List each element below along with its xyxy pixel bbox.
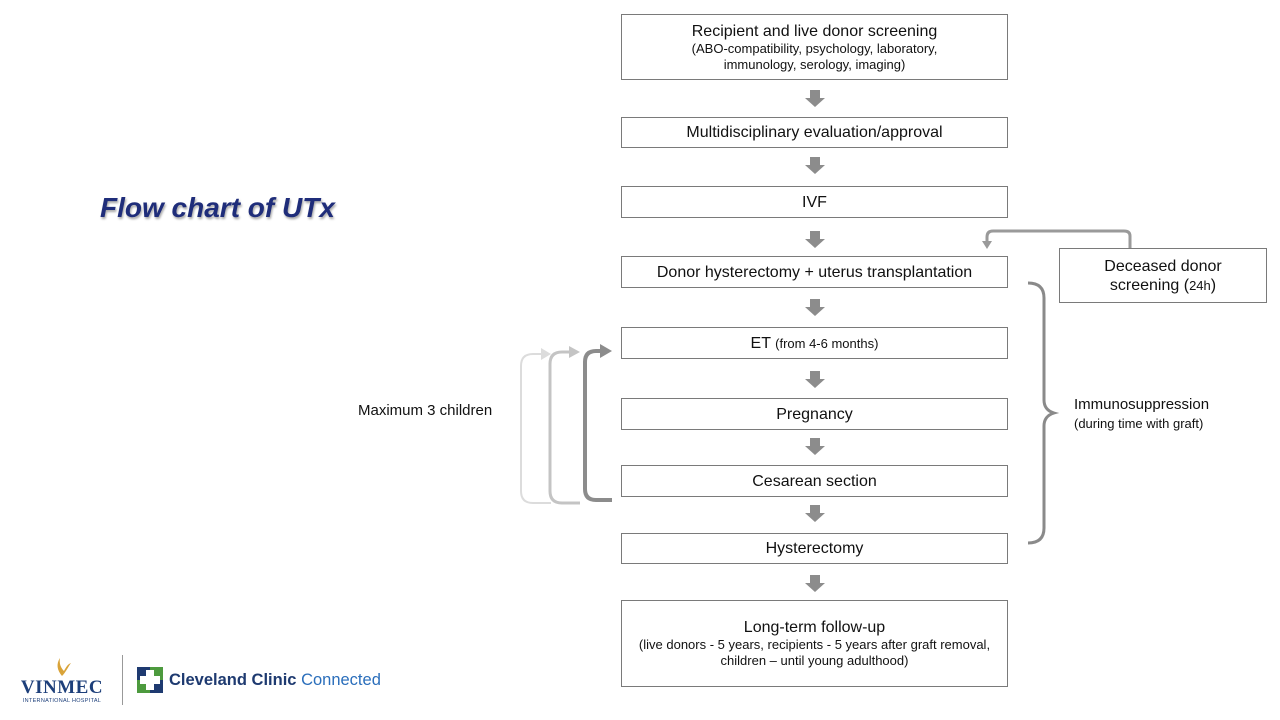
cleveland-clinic-cross-icon — [137, 667, 163, 693]
step-ivf: IVF — [621, 186, 1008, 218]
loop-arrow-outer — [520, 353, 551, 504]
loop-arrow-inner — [583, 349, 612, 502]
footer-logos: VINMEC INTERNATIONAL HOSPITAL Cleveland … — [14, 650, 381, 710]
loop-label: Maximum 3 children — [358, 402, 493, 419]
arrow-down-3 — [805, 231, 825, 248]
cleveland-clinic-connected: Connected — [301, 670, 381, 689]
immunosuppression-label: Immunosuppression (during time with graf… — [1074, 396, 1209, 431]
vinmec-bird-icon — [57, 658, 71, 676]
step-followup-detail: (live donors - 5 years, recipients - 5 y… — [638, 637, 991, 668]
deceased-donor-close: ) — [1210, 276, 1217, 294]
step-cesarean-title: Cesarean section — [752, 472, 877, 490]
step-et-title: ET — [750, 334, 771, 352]
slide-title: Flow chart of UTx — [100, 192, 335, 223]
arrow-down-4 — [805, 299, 825, 316]
step-pregnancy-title: Pregnancy — [776, 405, 853, 423]
step-evaluation-title: Multidisciplinary evaluation/approval — [686, 124, 943, 141]
deceased-donor-connector — [985, 229, 1132, 248]
arrow-down-1 — [805, 90, 825, 107]
step-hysterectomy-title: Hysterectomy — [765, 540, 864, 557]
deceased-donor-time: 24h — [1189, 277, 1211, 293]
step-transplant: Donor hysterectomy + uterus transplantat… — [621, 256, 1008, 288]
step-followup-title: Long-term follow-up — [743, 619, 886, 636]
deceased-donor-line2: screening ( — [1109, 276, 1190, 294]
step-screening-detail: (ABO-compatibility, psychology, laborato… — [691, 40, 938, 72]
immunosuppression-title: Immunosuppression — [1074, 396, 1210, 413]
arrow-down-7 — [805, 505, 825, 522]
step-et: ET (from 4-6 months) — [621, 327, 1008, 359]
deceased-donor-arrowhead — [982, 241, 992, 249]
deceased-donor-box: Deceased donor screening (24h) — [1059, 248, 1267, 303]
loop-arrowhead-middle — [569, 346, 580, 358]
arrow-down-6 — [805, 438, 825, 455]
logo-divider — [122, 655, 123, 705]
immunosuppression-bracket — [1027, 281, 1060, 545]
loop-arrowhead-inner — [600, 344, 612, 358]
cleveland-clinic-logo: Cleveland Clinic Connected — [137, 667, 381, 693]
loop-arrow-middle — [548, 350, 580, 505]
arrow-down-5 — [805, 371, 825, 388]
deceased-donor-line2-wrap: screening (24h) — [1110, 276, 1216, 295]
step-screening: Recipient and live donor screening (ABO-… — [621, 14, 1008, 80]
step-ivf-title: IVF — [802, 193, 827, 211]
cleveland-clinic-name: Cleveland Clinic — [169, 670, 297, 689]
step-pregnancy: Pregnancy — [621, 398, 1008, 430]
step-et-line: ET (from 4-6 months) — [751, 334, 879, 353]
vinmec-logo: VINMEC INTERNATIONAL HOSPITAL — [14, 656, 110, 704]
step-transplant-title: Donor hysterectomy + uterus transplantat… — [656, 263, 973, 281]
deceased-donor-line1: Deceased donor — [1104, 257, 1222, 275]
step-et-note: (from 4-6 months) — [775, 335, 879, 351]
arrow-down-2 — [805, 157, 825, 174]
step-screening-title: Recipient and live donor screening — [691, 22, 938, 40]
immunosuppression-note: (during time with graft) — [1074, 416, 1204, 431]
arrow-down-8 — [805, 575, 825, 592]
vinmec-subtitle: INTERNATIONAL HOSPITAL — [22, 698, 102, 704]
step-hysterectomy: Hysterectomy — [621, 533, 1008, 564]
vinmec-wordmark: VINMEC — [20, 677, 104, 698]
step-followup: Long-term follow-up (live donors - 5 yea… — [621, 600, 1008, 687]
loop-arrowhead-outer — [541, 348, 551, 360]
step-cesarean: Cesarean section — [621, 465, 1008, 497]
cleveland-clinic-text: Cleveland Clinic Connected — [169, 671, 381, 690]
step-evaluation: Multidisciplinary evaluation/approval — [621, 117, 1008, 148]
